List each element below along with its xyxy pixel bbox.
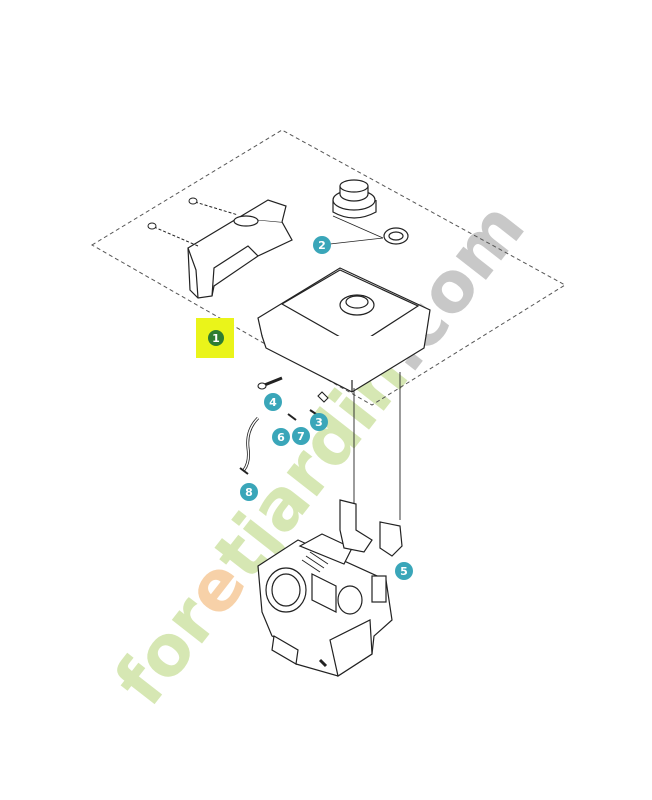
callout-5-label: 5 xyxy=(400,565,408,578)
callout-5-circle xyxy=(395,562,413,580)
callout-2[interactable]: 2 xyxy=(313,236,331,254)
callout-3-label: 3 xyxy=(315,416,323,429)
callout-3[interactable]: 3 xyxy=(310,413,328,431)
callout-2-label: 2 xyxy=(318,239,326,252)
engine-block xyxy=(257,499,403,677)
callout-6-label: 6 xyxy=(277,431,285,444)
kit-boundary xyxy=(91,129,566,406)
fuel-line-parts xyxy=(239,376,329,475)
callout-4[interactable]: 4 xyxy=(264,393,282,411)
callout-5[interactable]: 5 xyxy=(395,562,413,580)
callout-1[interactable]: 1 xyxy=(196,318,234,358)
fuel-filter-ring xyxy=(383,227,409,245)
callout-8-label: 8 xyxy=(245,486,253,499)
callout-4-circle xyxy=(264,393,282,411)
callout-1-circle xyxy=(208,330,224,346)
callout-6-circle xyxy=(272,428,290,446)
fuel-tank xyxy=(257,267,431,393)
callout-6[interactable]: 6 xyxy=(272,428,290,446)
bracket-screws xyxy=(147,197,239,247)
callout-2-circle xyxy=(313,236,331,254)
callout-7-circle xyxy=(292,427,310,445)
callout-1-label: 1 xyxy=(212,332,220,345)
callout-2-leader-b xyxy=(329,237,384,245)
tank-bracket xyxy=(187,199,293,299)
callout-7[interactable]: 7 xyxy=(292,427,310,445)
callout-4-label: 4 xyxy=(269,396,277,409)
callout-8[interactable]: 8 xyxy=(240,483,258,501)
callout-7-label: 7 xyxy=(297,430,305,443)
tank-mount-lines xyxy=(353,372,401,520)
callout-8-circle xyxy=(240,483,258,501)
callout-2-leader xyxy=(332,215,384,239)
fuel-cap xyxy=(332,179,377,219)
callout-3-circle xyxy=(310,413,328,431)
